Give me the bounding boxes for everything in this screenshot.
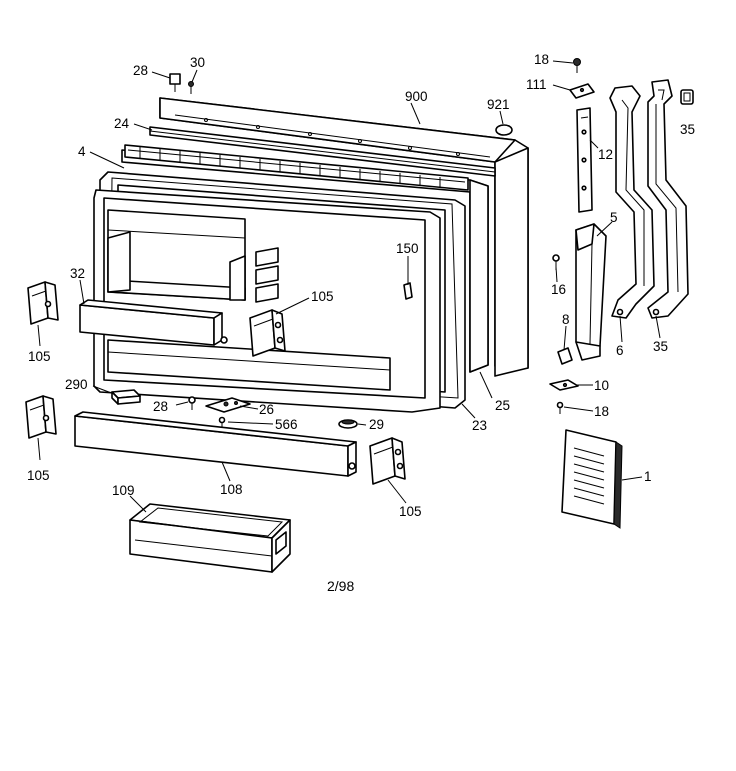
callout-105-right-lower: 105 [399, 504, 422, 519]
callout-32: 32 [70, 266, 85, 281]
callout-290: 290 [65, 377, 88, 392]
screw-30-top [188, 81, 194, 94]
callout-150: 150 [396, 241, 419, 256]
callout-6: 6 [616, 343, 624, 358]
hinge-plate-12 [576, 107, 593, 213]
callout-108: 108 [220, 482, 243, 497]
screw-18-top [573, 58, 581, 73]
callout-labels: 28 30 18 111 900 921 35 24 12 4 5 150 32… [27, 52, 695, 519]
breaker-strip-24 [149, 126, 496, 177]
callout-28-top: 28 [133, 63, 148, 78]
block-290 [111, 389, 141, 405]
callout-4: 4 [78, 144, 86, 159]
callout-24: 24 [114, 116, 130, 131]
callout-109: 109 [112, 483, 135, 498]
callout-16: 16 [551, 282, 566, 297]
leader-lines [37, 60, 661, 513]
screw-28-top [169, 73, 181, 92]
door-liner-cabinet [93, 189, 441, 413]
callout-23: 23 [472, 418, 487, 433]
bin-bar-108 [74, 411, 357, 477]
callout-8: 8 [562, 312, 570, 327]
bin-bracket-105-center [249, 309, 286, 357]
callout-900: 900 [405, 89, 428, 104]
callout-18-lower: 18 [594, 404, 609, 419]
shelf-bar-32 [79, 299, 228, 346]
handle-6 [609, 85, 655, 319]
bin-bracket-105-left-upper [27, 281, 59, 325]
callout-105-left-lower: 105 [27, 468, 50, 483]
callout-26: 26 [259, 402, 274, 417]
clip-111 [569, 83, 595, 99]
bin-bracket-105-left-lower [25, 395, 57, 439]
screw-566 [218, 416, 226, 428]
gasket-4 [124, 144, 469, 191]
callout-12: 12 [598, 147, 613, 162]
callout-18-top: 18 [534, 52, 549, 67]
callout-5: 5 [610, 210, 618, 225]
handle-bracket-5 [575, 223, 607, 361]
screw-28-lower [188, 396, 196, 410]
callout-35-bottom: 35 [653, 339, 668, 354]
callout-28-lower: 28 [153, 399, 168, 414]
screw-18-lower [556, 401, 564, 414]
clip-8 [557, 347, 573, 365]
date-code: 2/98 [327, 578, 354, 594]
callout-105-center: 105 [311, 289, 334, 304]
callout-35-top: 35 [680, 122, 695, 137]
manual-booklet-1 [561, 429, 623, 529]
handle-35-tall [647, 79, 689, 319]
callout-10: 10 [594, 378, 609, 393]
bin-109 [129, 503, 291, 573]
callout-1: 1 [644, 469, 652, 484]
cap-35 [680, 89, 694, 105]
disc-29 [338, 419, 358, 429]
callout-921: 921 [487, 97, 510, 112]
bin-bracket-105-right-lower [369, 437, 406, 485]
callout-25: 25 [495, 398, 510, 413]
callout-111: 111 [526, 77, 547, 92]
callout-30: 30 [190, 55, 205, 70]
callout-29: 29 [369, 417, 384, 432]
door-outer-shell-900 [159, 97, 529, 377]
plate-26 [205, 397, 251, 413]
bracket-10 [549, 379, 579, 391]
callout-566: 566 [275, 417, 298, 432]
liner-frame-25 [121, 149, 489, 373]
callout-105-left-upper: 105 [28, 349, 51, 364]
